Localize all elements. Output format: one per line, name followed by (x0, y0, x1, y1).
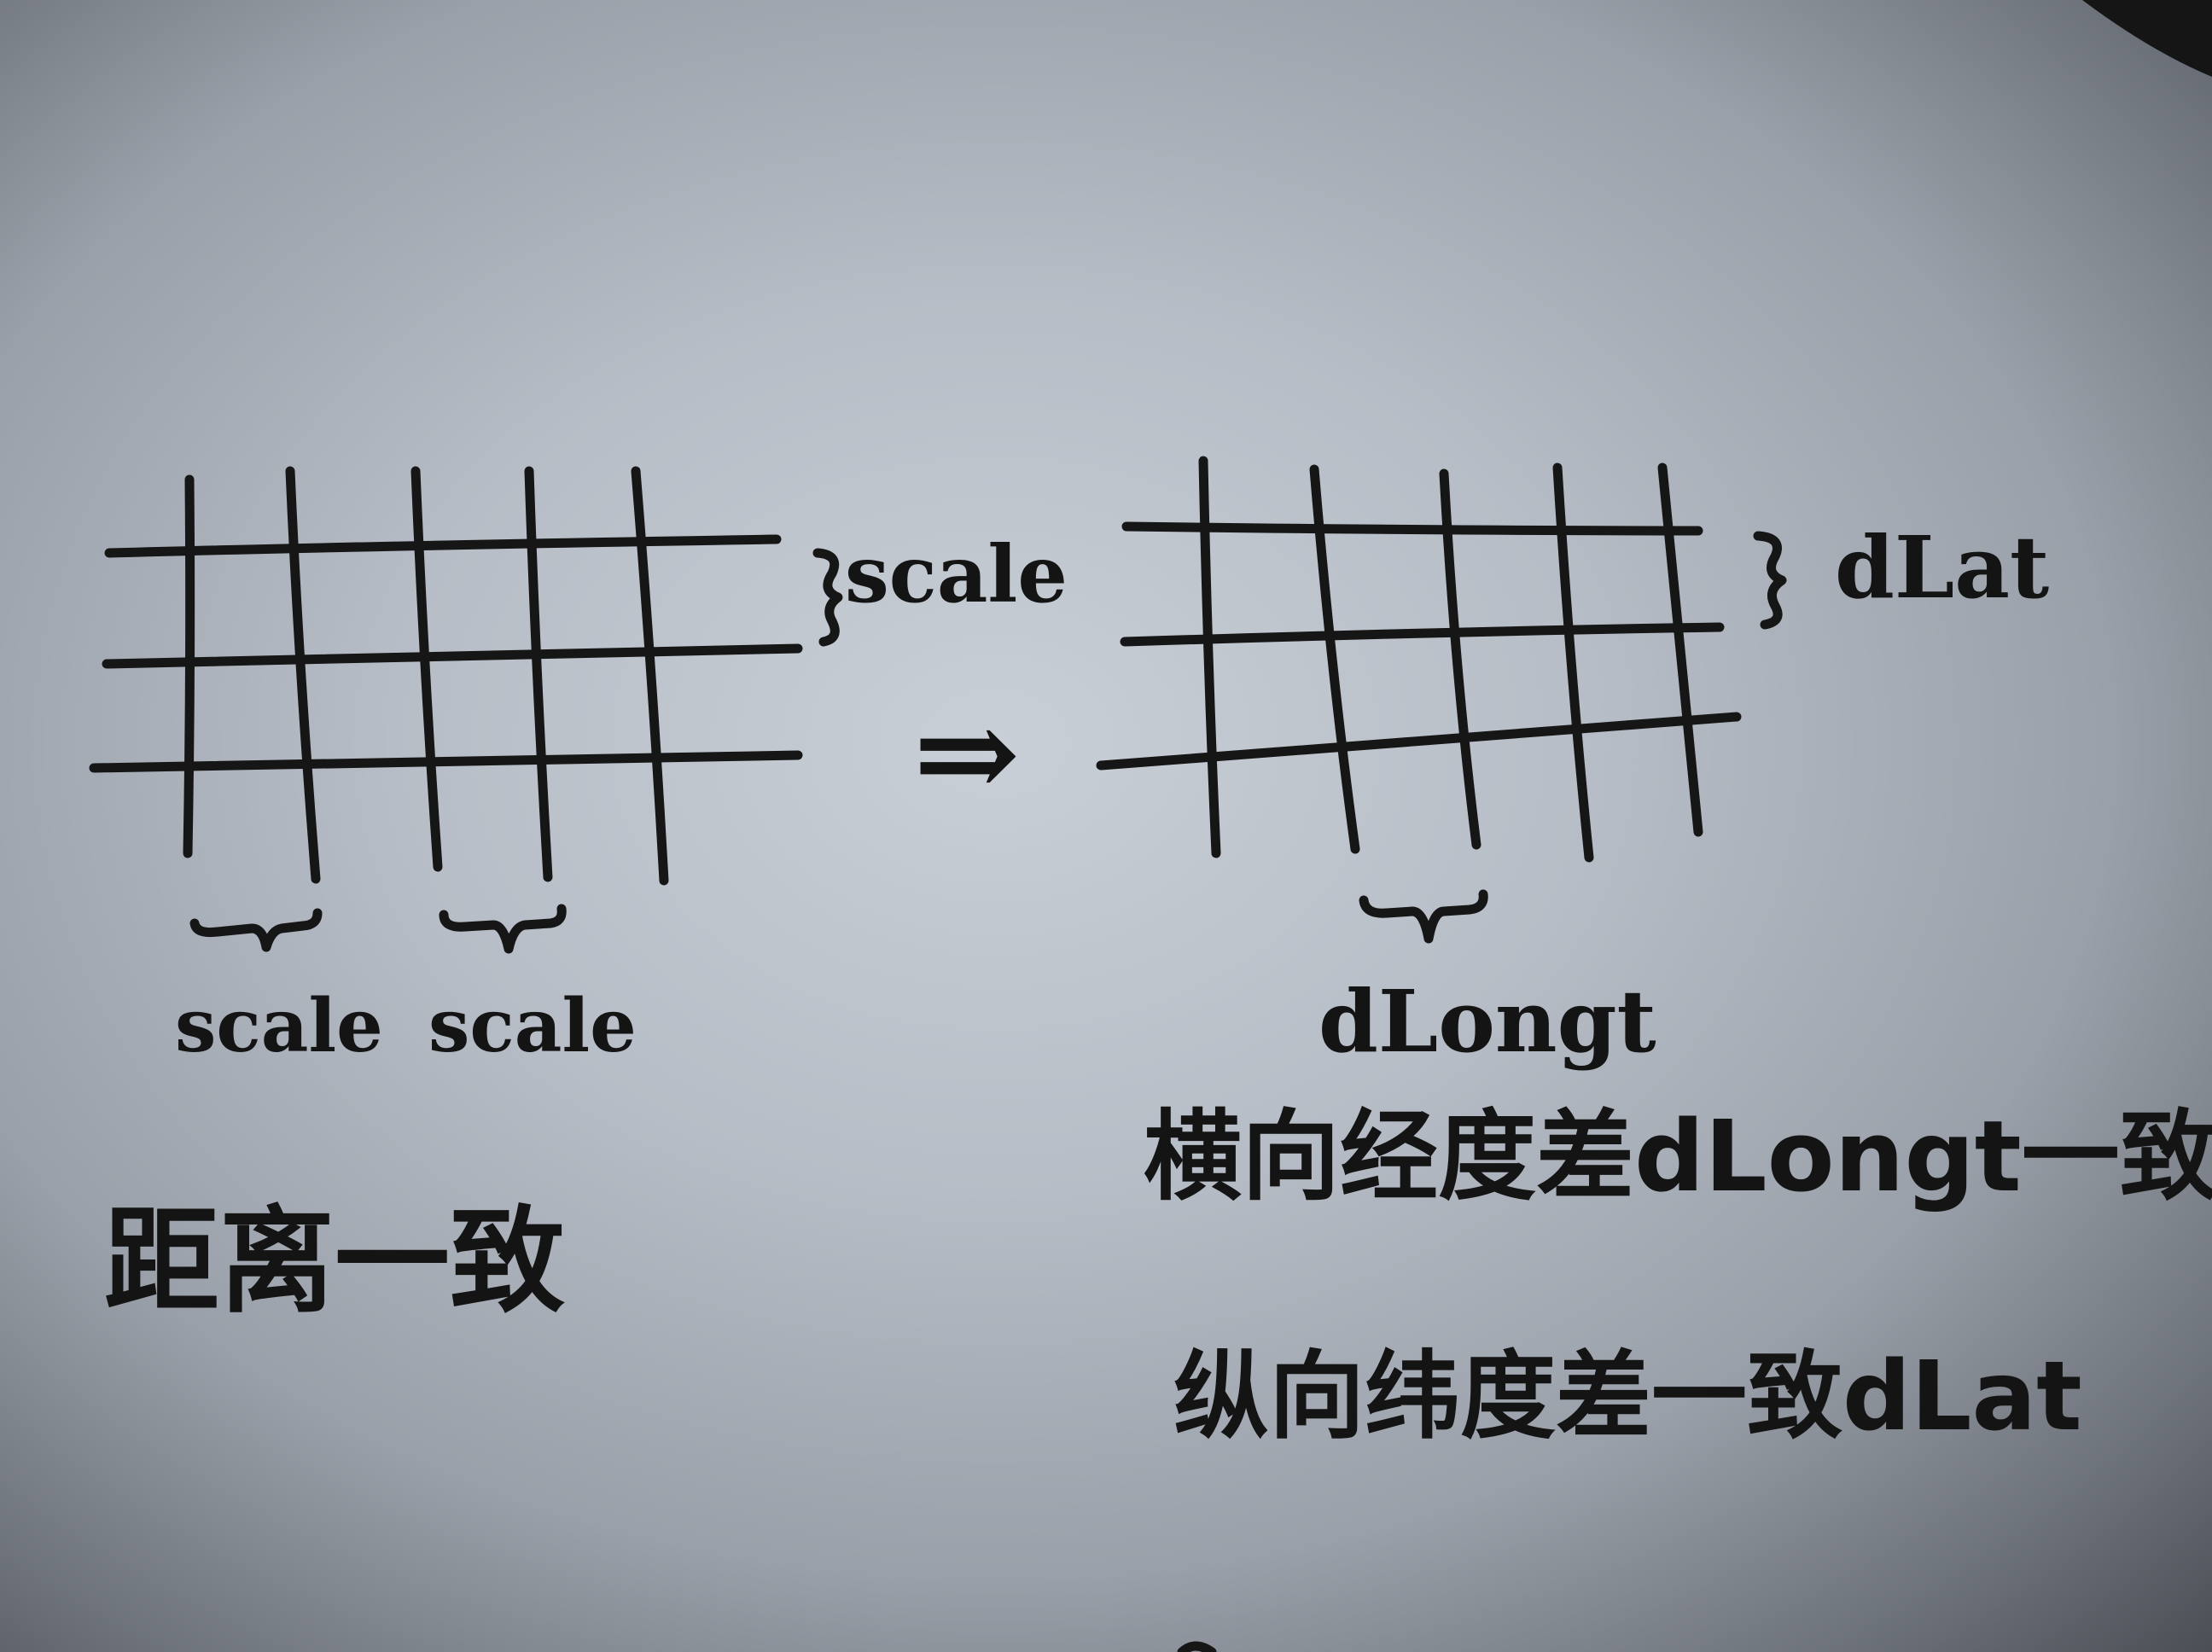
implies-arrow: ⇒ (913, 678, 1021, 829)
left-grid-vline-5 (631, 466, 669, 886)
left-caption: 距离一致 (104, 1195, 565, 1329)
right-grid-hline-3 (1096, 712, 1742, 771)
left-bottom-brace-1 (189, 908, 323, 952)
right-bottom-label: dLongt (1318, 971, 1656, 1072)
right-grid-vline-3 (1439, 468, 1481, 850)
right-grid-vline-4 (1552, 462, 1594, 863)
left-grid-vline-3 (410, 466, 443, 872)
right-grid-hline-2 (1120, 622, 1725, 647)
right-grid-hline-1 (1121, 521, 1703, 536)
left-grid-hline-2 (102, 643, 803, 669)
left-right-brace (812, 548, 843, 647)
left-grid-hline-1 (104, 534, 782, 558)
right-right-brace (1753, 531, 1787, 630)
right-grid-vline-2 (1309, 464, 1360, 854)
right-right-label: dLat (1835, 517, 2049, 618)
left-bottom-brace-2 (439, 904, 567, 954)
bottom-ink-mark (1177, 1641, 1217, 1652)
left-grid-vline-1 (183, 474, 195, 858)
note-line-2: 纵向纬度差一致dLat (1173, 1341, 2082, 1452)
left-right-label: scale (845, 528, 1068, 620)
right-bottom-brace (1359, 889, 1488, 944)
right-grid-vline-1 (1198, 456, 1221, 858)
left-grid-vline-4 (524, 466, 553, 882)
left-grid (89, 466, 803, 886)
corner-background (2082, 0, 2212, 77)
left-bottom-label-2: scale (428, 983, 637, 1069)
right-grid (1096, 456, 1742, 863)
left-grid-hline-3 (89, 750, 803, 773)
right-grid-vline-5 (1657, 462, 1703, 837)
left-bottom-label-1: scale (175, 983, 383, 1069)
note-line-1: 横向经度差dLongt一致 (1144, 1100, 2212, 1214)
left-grid-vline-2 (285, 466, 321, 884)
